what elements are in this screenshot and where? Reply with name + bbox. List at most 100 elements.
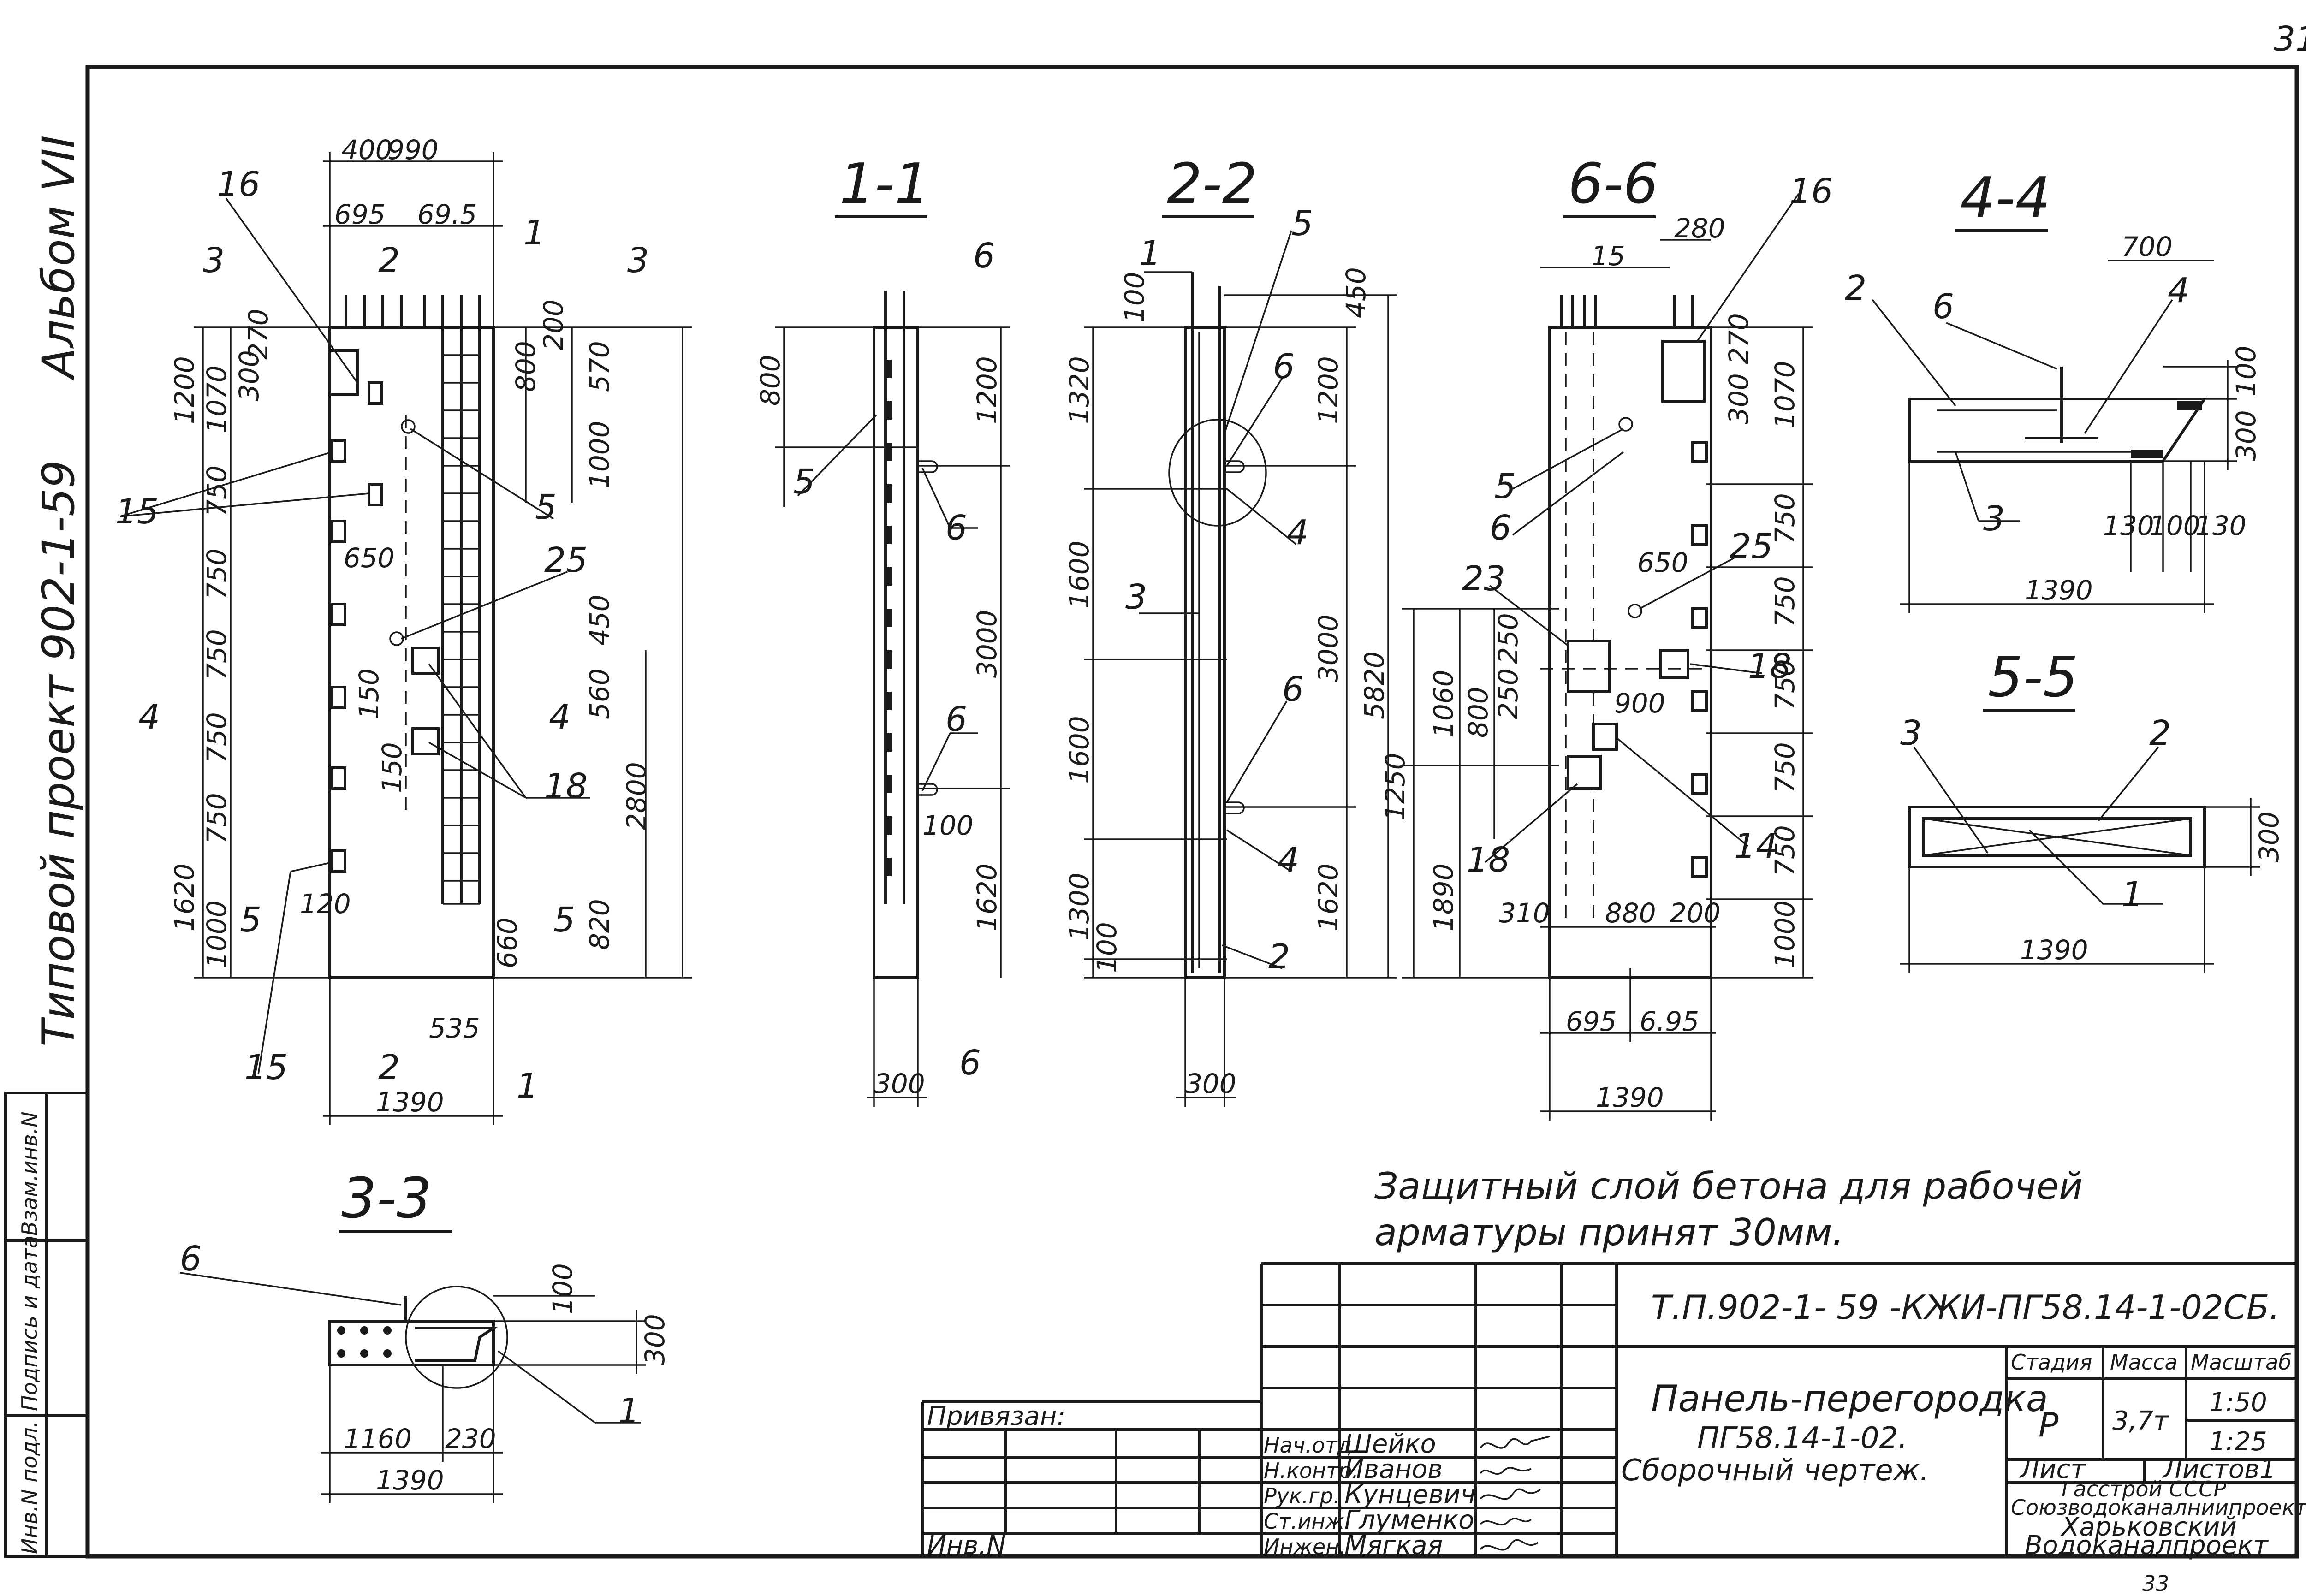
section-title-4-4: 4-4 (1960, 166, 2050, 230)
dim-3-3-230: 230 (445, 1423, 496, 1454)
callout-1-1-6a: 6 (945, 508, 967, 548)
callout-4-4-2: 2 (1845, 268, 1866, 308)
dim-right-450: 450 (584, 594, 615, 646)
note-line-2: арматуры принят 30мм. (1374, 1211, 1844, 1254)
callout-2-2-6b: 6 (1282, 670, 1304, 709)
callout-1-1-6b: 6 (945, 700, 967, 739)
dim-left-1200: 1200 (169, 356, 200, 424)
dim-3-3-1390: 1390 (376, 1465, 444, 1496)
callout-2-2-6a: 6 (1273, 347, 1295, 386)
org-4: Водоканалпроект (2025, 1531, 2269, 1560)
callout-2-2-5: 5 (1291, 204, 1313, 243)
section-5-5: 5-5 300 1390 3 2 1 (1900, 646, 2285, 973)
dim-6-6-750e: 750 (1769, 825, 1801, 876)
callout-16: 16 (217, 165, 260, 204)
value-mass: 3,7т (2112, 1406, 2169, 1436)
section-2-2: 2-2 1320 1600 (1064, 152, 1397, 1107)
dim-top-695: 695 (334, 199, 386, 230)
callout-25: 25 (544, 540, 588, 580)
callout-6-6-5: 5 (1494, 467, 1516, 506)
person-3: Кунцевич (1344, 1480, 1476, 1510)
callout-6-6-25: 25 (1730, 527, 1773, 566)
dim-6-6-880: 880 (1605, 897, 1656, 929)
dim-3-3-300: 300 (639, 1314, 671, 1365)
note-line-1: Защитный слой бетона для рабочей (1374, 1165, 2083, 1208)
dim-6-6-1060: 1060 (1428, 670, 1459, 738)
dim-left-750d: 750 (201, 712, 232, 763)
dim-left-1620: 1620 (169, 863, 200, 931)
callout-5-5-1: 1 (2122, 875, 2143, 914)
dim-4-4-100b: 100 (2149, 510, 2200, 541)
stamp-vzam: Взам.инв.N (17, 1111, 42, 1236)
callout-18: 18 (544, 766, 588, 806)
dim-3-3-100: 100 (547, 1263, 578, 1314)
callout-5-5-3: 3 (1900, 713, 1922, 753)
dim-2-2-1620: 1620 (1313, 863, 1344, 931)
title-name-2: ПГ58.14-1-02. (1697, 1421, 1908, 1455)
stamp-inv-podl: Инв.N подл. (17, 1421, 42, 1554)
callout-4-4-6: 6 (1932, 287, 1954, 326)
dim-2-2-1200: 1200 (1313, 356, 1344, 424)
cut-mark-3-left: 3 (203, 241, 225, 280)
dim-6-6-750d: 750 (1769, 742, 1801, 793)
dim-right-800: 800 (510, 341, 541, 392)
inv-label: Инв.N (927, 1531, 1006, 1560)
page-number: 31 (2274, 19, 2306, 59)
dim-6-6-1000: 1000 (1769, 900, 1801, 968)
dim-right-1000: 1000 (584, 421, 615, 489)
title-code: Т.П.902-1- 59 -КЖИ-ПГ58.14-1-02СБ. (1651, 1288, 2280, 1327)
callout-2-2-1: 1 (1139, 234, 1161, 273)
stamp-signature: Подпись и дата (17, 1235, 42, 1411)
dim-2-2-300: 300 (1185, 1068, 1236, 1099)
dim-left-270: 270 (243, 309, 274, 360)
sheet-label: Лист (2019, 1454, 2086, 1484)
value-scale-2: 1:25 (2209, 1427, 2267, 1457)
dim-2-2-3000: 3000 (1313, 614, 1344, 682)
cut-mark-6-top: 6 (973, 236, 995, 276)
section-title-2-2: 2-2 (1167, 152, 1257, 216)
org-2: Союзводоканалниипроект (2011, 1495, 2306, 1520)
cut-mark-2-bottom: 2 (378, 1048, 400, 1087)
person-1: Шейко (1344, 1429, 1436, 1459)
person-5: Мягкая (1344, 1531, 1443, 1560)
header-scale: Масштаб (2191, 1350, 2292, 1375)
callout-6-6-6: 6 (1490, 508, 1511, 548)
callout-15-bottom: 15 (244, 1048, 288, 1087)
dim-2-2-1320: 1320 (1064, 356, 1095, 424)
dim-right-200: 200 (538, 299, 569, 350)
cut-mark-6-bottom: 6 (959, 1043, 981, 1083)
callout-6-6-23: 23 (1462, 559, 1505, 599)
dim-6-6-310: 310 (1499, 897, 1550, 929)
dim-left-750e: 750 (201, 793, 232, 844)
callout-1-1-5: 5 (793, 462, 815, 502)
main-panel-view: 400 990 695 69.5 1200 300 1070 270 750 7… (115, 134, 692, 1125)
dim-inner-650: 650 (344, 542, 395, 574)
dim-6-6-695b: 6.95 (1640, 1006, 1699, 1037)
person-2: Иванов (1344, 1454, 1443, 1484)
callout-4-4-4: 4 (2168, 271, 2189, 310)
section-title-3-3: 3-3 (341, 1167, 432, 1231)
cut-mark-4-right: 4 (549, 697, 571, 737)
dim-1-1-300: 300 (874, 1068, 925, 1099)
dim-6-6-1390: 1390 (1596, 1082, 1664, 1113)
cut-mark-5-right: 5 (553, 900, 575, 940)
callout-2-2-4a: 4 (1287, 513, 1308, 552)
dim-6-6-900: 900 (1614, 688, 1665, 719)
side-album-title: Альбом VII (33, 135, 84, 381)
dim-6-6-650: 650 (1637, 547, 1688, 578)
bottom-page-number: 33 (2142, 1571, 2169, 1596)
callout-6-6-16: 16 (1789, 172, 1833, 211)
org-1: Гасстрой СССР (2062, 1477, 2226, 1501)
callout-2-2-4b: 4 (1278, 840, 1299, 880)
callout-3-3-6: 6 (180, 1239, 202, 1279)
sheets-count-label: Листов1 (2162, 1454, 2276, 1484)
header-mass: Масса (2110, 1350, 2178, 1375)
dim-6-6-695: 695 (1566, 1006, 1617, 1037)
dim-top-990: 990 (387, 134, 439, 166)
callout-2-2-3: 3 (1125, 577, 1147, 617)
role-5: Инжен. (1264, 1534, 1346, 1559)
title-name-1: Панель-перегородка (1651, 1378, 2048, 1420)
signatures (1480, 1436, 1550, 1551)
dim-3-3-1160: 1160 (344, 1423, 412, 1454)
